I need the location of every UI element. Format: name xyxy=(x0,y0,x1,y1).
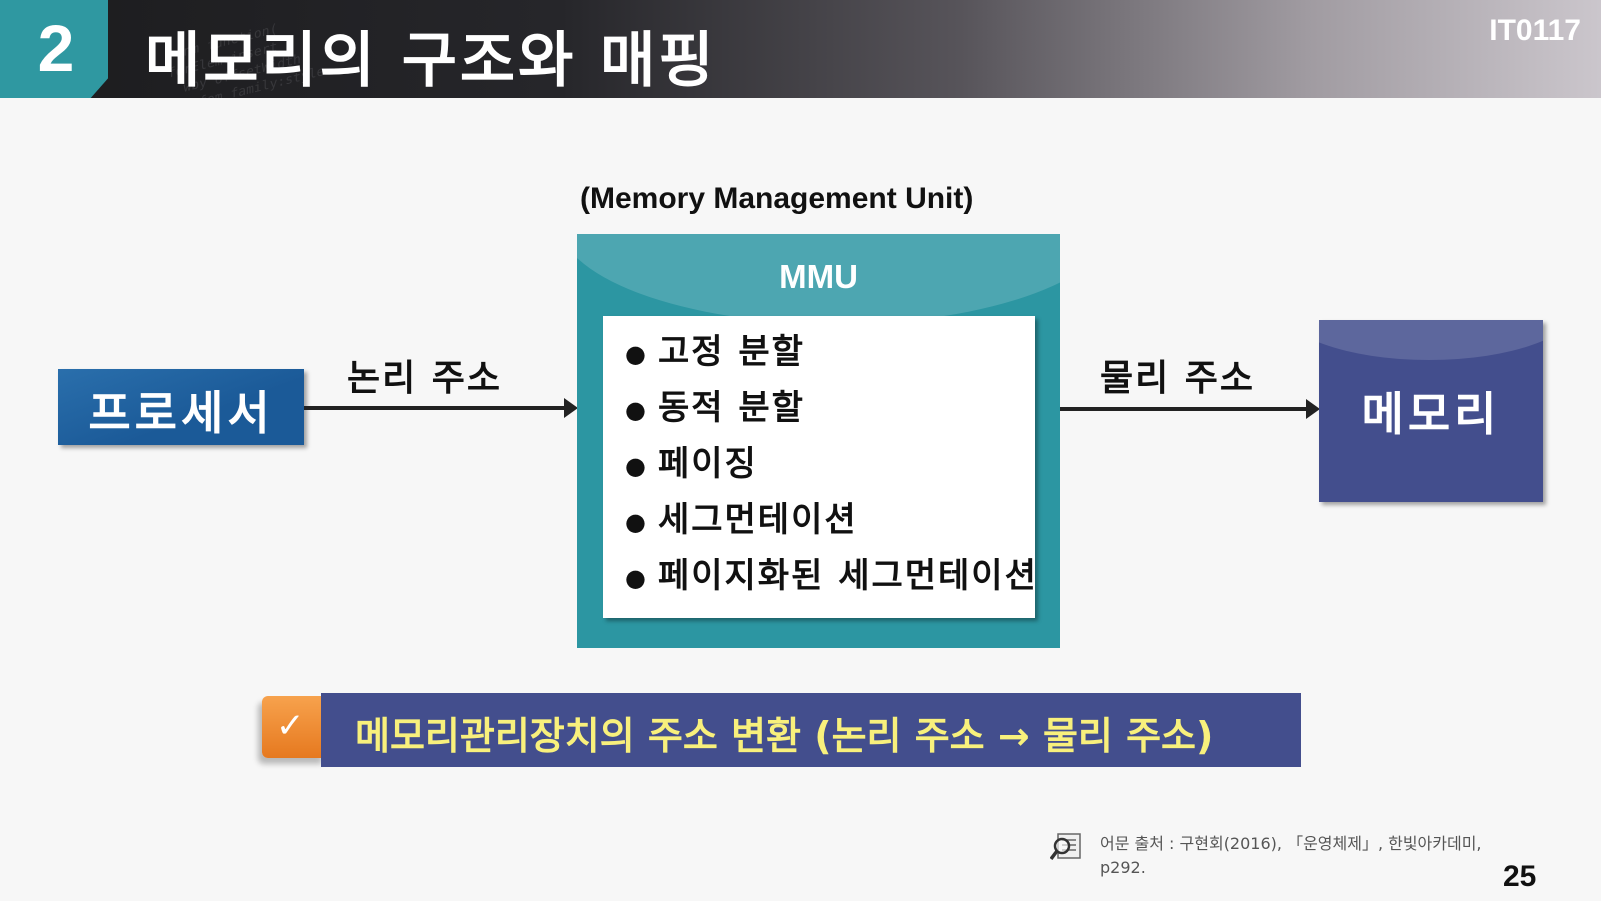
bullet-icon: ● xyxy=(625,451,648,480)
reference-line: 어문 출처 : 구현회(2016), 「운영체제」, 한빛아카데미, xyxy=(1100,834,1482,853)
list-item: ●세그먼테이션 xyxy=(625,500,858,540)
mmu-method-list: ●고정 분할 ●동적 분할 ●페이징 ●세그먼테이션 ●페이지화된 세그먼테이션 xyxy=(625,330,1038,610)
page-title: 메모리의 구조와 매핑 xyxy=(145,26,717,96)
page-number: 25 xyxy=(1503,860,1537,893)
physical-address-arrow xyxy=(1060,399,1320,419)
mmu-method-panel: ●고정 분할 ●동적 분할 ●페이징 ●세그먼테이션 ●페이지화된 세그먼테이션 xyxy=(603,316,1038,618)
bullet-icon: ● xyxy=(625,395,648,424)
memory-swoosh xyxy=(1319,320,1543,360)
memory-label: 메모리 xyxy=(1361,387,1501,441)
magnifier-icon xyxy=(1050,833,1081,861)
bullet-icon: ● xyxy=(625,563,648,592)
physical-address-label: 물리 주소 xyxy=(1100,358,1256,399)
logical-address-arrow xyxy=(304,398,578,418)
processor-box: 프로세서 xyxy=(58,369,304,445)
processor-label: 프로세서 xyxy=(88,386,274,440)
banner-tab: ✓ xyxy=(262,696,326,758)
check-icon: ✓ xyxy=(276,706,305,746)
list-item: ●동적 분할 xyxy=(625,388,805,428)
mmu-title: MMU xyxy=(779,258,858,295)
bullet-icon: ● xyxy=(625,507,648,536)
list-item: ●고정 분할 xyxy=(625,332,805,372)
list-item: ●페이징 xyxy=(625,444,758,484)
reference-line: p292. xyxy=(1100,858,1146,877)
section-number-tab: 2 xyxy=(0,0,108,98)
list-item: ●페이지화된 세그먼테이션 xyxy=(625,556,1038,596)
mmu-full-name: (Memory Management Unit) xyxy=(580,182,974,215)
header-bar: onm function( forElem.insert wby offsetW… xyxy=(0,0,1601,98)
section-number: 2 xyxy=(37,11,75,85)
bullet-icon: ● xyxy=(625,339,648,368)
logical-address-label: 논리 주소 xyxy=(347,358,503,399)
banner-text: 메모리관리장치의 주소 변환 (논리 주소 → 물리 주소) xyxy=(355,714,1214,758)
memory-box: 메모리 xyxy=(1319,320,1543,502)
reference-citation: 어문 출처 : 구현회(2016), 「운영체제」, 한빛아카데미, p292. xyxy=(1100,832,1520,880)
summary-banner: 메모리관리장치의 주소 변환 (논리 주소 → 물리 주소) xyxy=(321,693,1301,767)
course-code: IT0117 xyxy=(1489,14,1581,47)
